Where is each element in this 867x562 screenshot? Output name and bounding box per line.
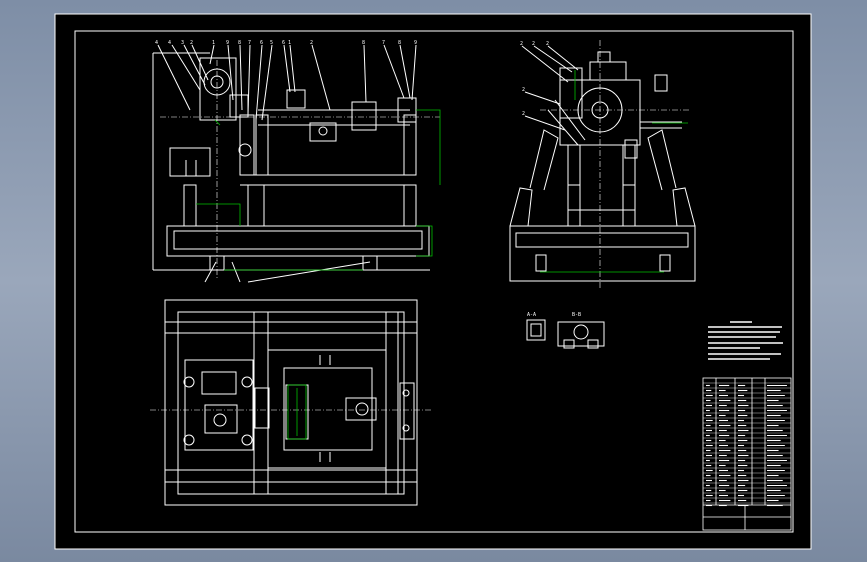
svg-text:8: 8 — [398, 40, 401, 46]
detail-view-a-label: A-A — [527, 312, 536, 318]
svg-text:4: 4 — [168, 40, 171, 46]
bom-rows — [703, 382, 791, 504]
bom-text — [706, 384, 787, 507]
front-view — [152, 44, 430, 283]
svg-text:7: 7 — [248, 40, 251, 46]
svg-text:2: 2 — [522, 87, 525, 93]
title-block — [702, 377, 792, 531]
top-view-dimensions — [287, 384, 307, 440]
svg-text:1: 1 — [212, 40, 215, 46]
svg-text:9: 9 — [414, 40, 417, 46]
svg-text:5: 5 — [270, 40, 273, 46]
svg-text:9: 9 — [226, 40, 229, 46]
svg-text:6: 6 — [260, 40, 263, 46]
side-view-centerline — [540, 40, 690, 290]
svg-text:2: 2 — [532, 41, 535, 47]
svg-text:8: 8 — [362, 40, 365, 46]
technical-notes — [708, 321, 783, 360]
svg-text:1: 1 — [288, 40, 291, 46]
svg-text:3: 3 — [181, 40, 184, 46]
top-view — [164, 299, 418, 506]
svg-text:2: 2 — [522, 111, 525, 117]
detail-view-b — [557, 321, 605, 349]
sheet-background — [54, 13, 812, 550]
svg-text:2: 2 — [190, 40, 193, 46]
svg-text:7: 7 — [382, 40, 385, 46]
svg-text:2: 2 — [310, 40, 313, 46]
svg-text:2: 2 — [546, 41, 549, 47]
front-view-centerline — [160, 60, 440, 278]
svg-text:6: 6 — [282, 40, 285, 46]
svg-text:4: 4 — [155, 40, 158, 46]
svg-text:2: 2 — [520, 41, 523, 47]
front-view-dimensions — [196, 109, 441, 271]
side-view-callouts: 2 2 2 2 2 — [520, 41, 549, 117]
side-view-dimensions — [540, 70, 688, 273]
svg-text:8: 8 — [238, 40, 241, 46]
detail-view-b-label: B-B — [572, 312, 581, 318]
detail-view-a — [526, 319, 546, 341]
drawing-frame — [74, 30, 794, 533]
